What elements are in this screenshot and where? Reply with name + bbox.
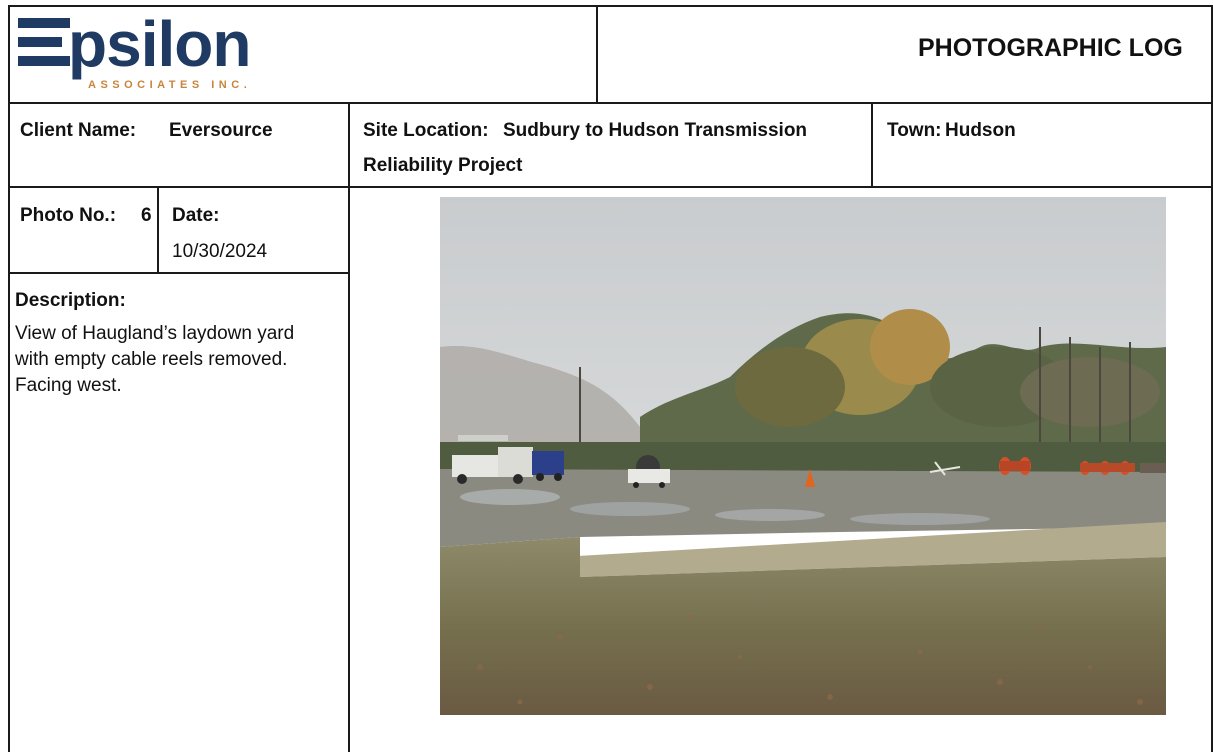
site-value-line-2: Reliability Project (363, 155, 523, 176)
description-line-2: with empty cable reels removed. (15, 349, 288, 370)
page-title: PHOTOGRAPHIC LOG (918, 34, 1183, 62)
photo-number-label: Photo No.: (20, 205, 117, 226)
date-label: Date: (172, 205, 220, 226)
photo-number-value: 6 (141, 205, 152, 226)
info-divider (8, 186, 1213, 188)
header-divider (8, 102, 1213, 104)
date-col-divider (157, 186, 159, 273)
site-value-line-1: Sudbury to Hudson Transmission (503, 120, 808, 141)
epsilon-logo: psilon ASSOCIATES INC. (16, 8, 276, 92)
date-value: 10/30/2024 (172, 241, 268, 262)
site-label: Site Location: (363, 120, 489, 141)
description-label: Description: (15, 290, 126, 311)
date-row-divider (8, 272, 350, 274)
svg-text:psilon: psilon (68, 10, 250, 80)
client-label: Client Name: (20, 120, 137, 141)
header-col-divider (596, 5, 598, 103)
description-line-1: View of Haugland’s laydown yard (15, 323, 295, 344)
client-value: Eversource (169, 120, 273, 141)
border-top (8, 5, 1213, 7)
site-photo (440, 197, 1166, 715)
border-left (8, 5, 10, 752)
town-value: Hudson (945, 120, 1016, 141)
border-right (1211, 5, 1213, 752)
info-col-divider-1 (348, 102, 350, 752)
info-col-divider-2 (871, 102, 873, 188)
town-label: Town: (887, 120, 942, 141)
svg-text:ASSOCIATES INC.: ASSOCIATES INC. (88, 79, 251, 91)
description-line-3: Facing west. (15, 375, 122, 396)
